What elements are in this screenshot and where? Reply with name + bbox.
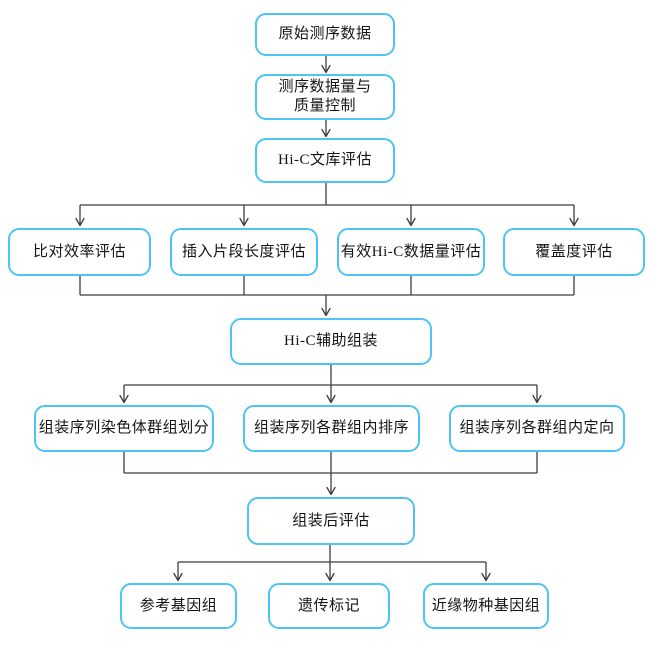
flow-node-label: 组装序列染色体群组划分	[38, 420, 210, 436]
flow-node-label: 比对效率评估	[32, 243, 126, 260]
flow-node-raw-sequencing-data: 原始测序数据	[255, 13, 395, 56]
flow-node-label-line1: 测序数据量与	[278, 79, 372, 95]
flow-node-label: Hi-C文库评估	[277, 152, 372, 168]
flow-node-label: 组装序列各群组内定向	[459, 420, 615, 436]
connector-bus-lines	[79, 182, 575, 563]
flow-node-hic-assisted-assembly: Hi-C辅助组装	[230, 318, 432, 365]
flow-node-genetic-markers: 遗传标记	[268, 583, 390, 629]
flow-node-label: 组装后评估	[292, 512, 370, 529]
flow-node-alignment-efficiency-evaluation: 比对效率评估	[8, 228, 151, 276]
flow-node-label: 原始测序数据	[278, 26, 372, 42]
flow-node-orientation-within-groups: 组装序列各群组内定向	[449, 405, 625, 452]
flow-node-hic-library-evaluation: Hi-C文库评估	[255, 138, 395, 183]
flow-node-label-line2: 质量控制	[293, 98, 356, 114]
flow-node-label: 组装序列各群组内排序	[253, 420, 409, 436]
flow-node-chromosome-group-clustering: 组装序列染色体群组划分	[34, 405, 214, 452]
flow-node-coverage-evaluation: 覆盖度评估	[503, 228, 645, 276]
flow-node-label: 插入片段长度评估	[181, 243, 306, 260]
flow-node-post-assembly-evaluation: 组装后评估	[247, 497, 415, 545]
flow-node-label: 测序数据量与 质量控制	[278, 78, 371, 116]
flow-node-label: 近缘物种基因组	[431, 597, 541, 614]
flow-node-valid-hic-data-evaluation: 有效Hi-C数据量评估	[337, 228, 485, 276]
flow-node-label: 参考基因组	[139, 597, 218, 614]
flow-node-reference-genome: 参考基因组	[120, 583, 237, 629]
flow-node-data-quantity-quality-control: 测序数据量与 质量控制	[255, 74, 395, 120]
flow-node-label: 遗传标记	[297, 597, 360, 614]
flow-node-label: 有效Hi-C数据量评估	[340, 243, 482, 260]
flow-node-related-species-genome: 近缘物种基因组	[423, 583, 549, 629]
connector-arrow-lines	[75, 56, 579, 582]
flow-node-insert-length-evaluation: 插入片段长度评估	[170, 228, 318, 276]
flow-node-label: Hi-C辅助组装	[283, 333, 378, 349]
flow-node-label: 覆盖度评估	[535, 243, 613, 260]
flow-node-ordering-within-groups: 组装序列各群组内排序	[243, 405, 420, 452]
